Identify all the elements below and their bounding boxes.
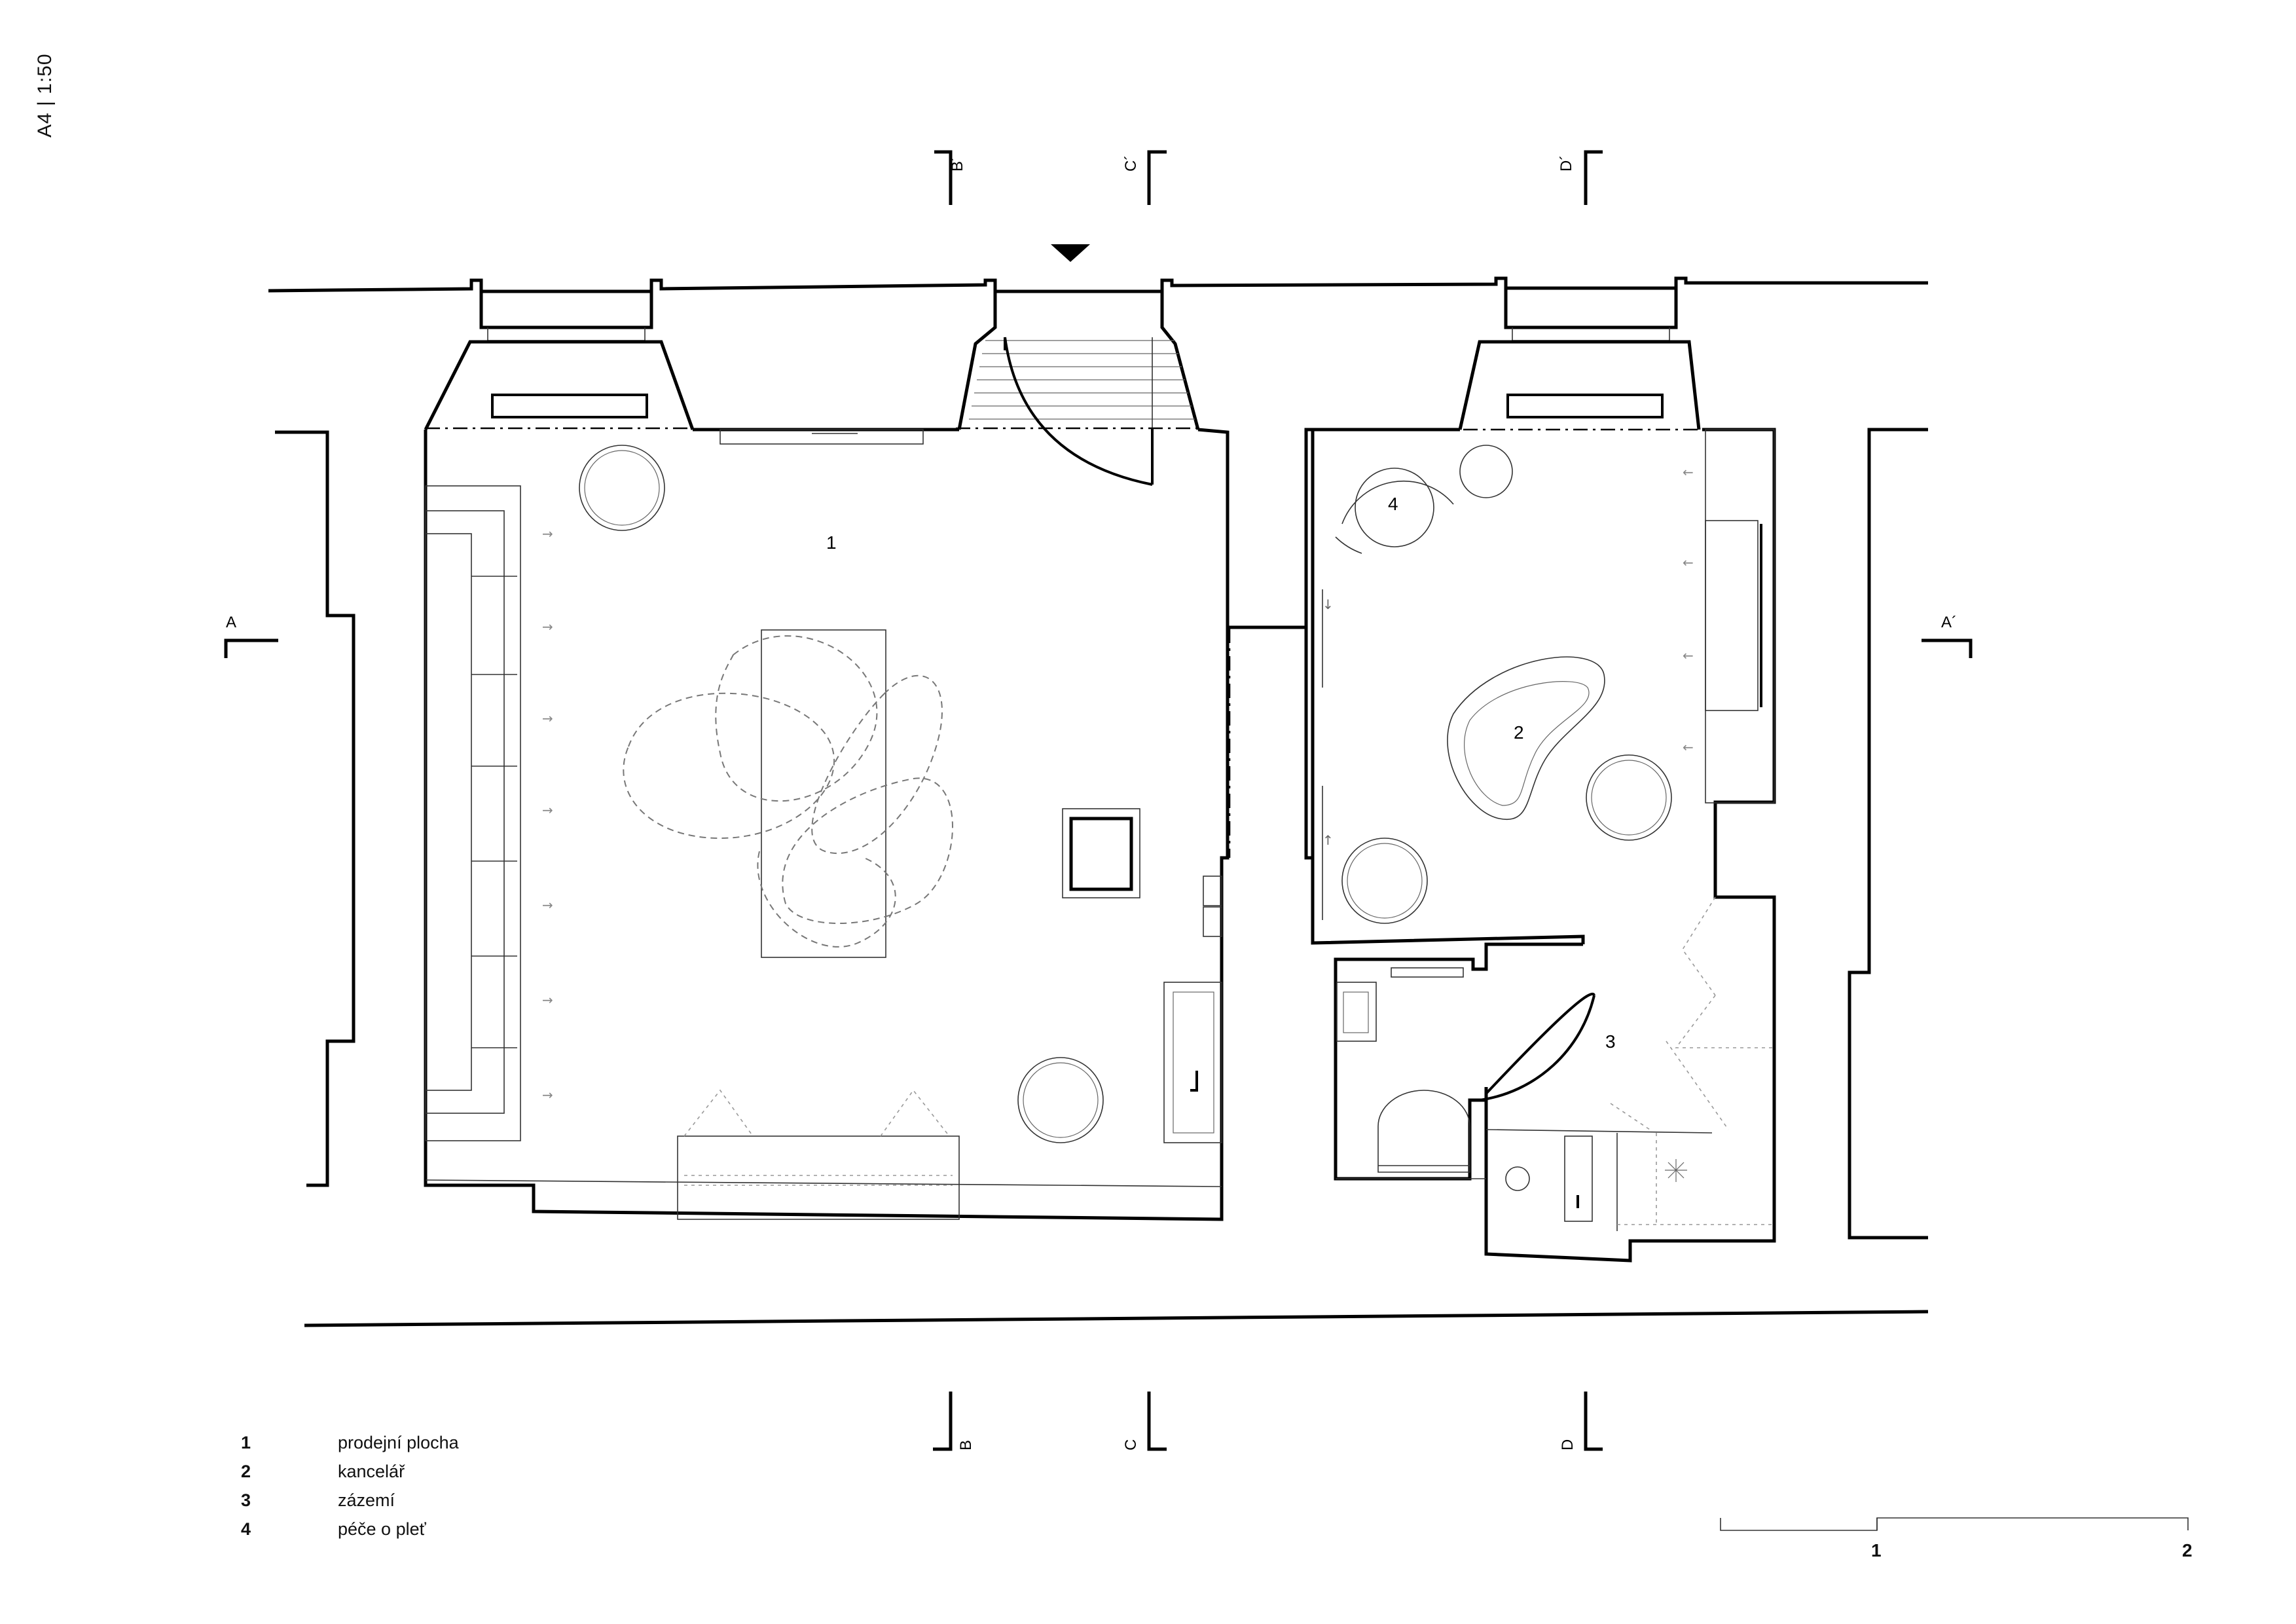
room-3-back-office	[1334, 896, 1774, 1241]
section-marker-c-prime: C´	[1122, 150, 1167, 205]
room-number-3: 3	[1605, 1031, 1616, 1052]
legend-label: kancelář	[338, 1462, 405, 1481]
section-letter-a: A	[226, 614, 236, 631]
section-letter-c-prime: C´	[1122, 155, 1140, 172]
side-chair	[1341, 838, 1428, 924]
svg-text:←: ←	[1683, 555, 1694, 570]
section-marker-d: D	[1559, 1392, 1603, 1451]
entrance-recess	[957, 244, 1200, 486]
legend-label: prodejní plocha	[338, 1433, 459, 1452]
scale-bar	[1720, 1517, 2189, 1531]
svg-text:←: ←	[1683, 464, 1694, 480]
wall-shelving-left: → → → → → → →	[425, 485, 553, 1141]
section-letter-b-prime: B´	[949, 156, 966, 172]
chair-top-left	[579, 445, 665, 531]
room-1-sales-floor: → → → → → → →	[424, 427, 1585, 1221]
back-counter	[1485, 1129, 1774, 1231]
sink-asterisk	[1665, 1159, 1687, 1182]
svg-text:↑: ↑	[1322, 832, 1334, 848]
window-recess-right	[1458, 287, 1701, 430]
legend-number: 2	[241, 1462, 251, 1481]
section-letter-a-prime: A´	[1941, 614, 1957, 631]
legend-label: péče o pleť	[338, 1519, 426, 1539]
section-letter-d-prime: D´	[1558, 155, 1575, 172]
central-table	[623, 629, 953, 958]
display-case-top	[720, 429, 924, 445]
entrance-marker	[1051, 244, 1090, 262]
section-letter-d: D	[1559, 1439, 1576, 1450]
desk	[1447, 656, 1605, 821]
svg-text:→: →	[542, 897, 553, 913]
svg-text:←: ←	[1683, 739, 1694, 755]
svg-text:→: →	[542, 619, 553, 635]
svg-text:→: →	[542, 526, 553, 542]
section-marker-a-prime: A´	[1922, 614, 1973, 658]
section-letter-b: B	[957, 1440, 975, 1450]
section-marker-b-prime: B´	[934, 150, 966, 205]
section-marker-b: B	[933, 1392, 975, 1451]
legend-number: 1	[241, 1433, 251, 1452]
svg-text:→: →	[542, 802, 553, 818]
entrance-door	[1004, 337, 1154, 486]
svg-text:→: →	[542, 1087, 553, 1103]
legend-number: 3	[241, 1490, 251, 1510]
boundary-left	[275, 430, 355, 1187]
chair-bottom	[1017, 1057, 1104, 1143]
svg-text:→: →	[542, 992, 553, 1008]
counter-bottom	[677, 1089, 960, 1220]
legend-label: zázemí	[338, 1490, 395, 1510]
section-marker-d-prime: D´	[1558, 150, 1603, 205]
room-number-2: 2	[1514, 722, 1524, 743]
wc-door	[1470, 992, 1595, 1101]
facade-line	[268, 276, 1928, 293]
scale-label-1: 1	[1871, 1540, 1882, 1560]
window-recess-left	[424, 289, 695, 431]
section-letter-c: C	[1122, 1439, 1140, 1450]
boundary-bottom	[304, 1310, 1929, 1327]
skin-care-chair	[1335, 445, 1513, 554]
entrance-steps	[969, 340, 1195, 420]
section-marker-c: C	[1122, 1392, 1167, 1451]
wc-shelf	[1391, 967, 1464, 978]
room-2-office: ← ← ← ← ↓ ↑	[1311, 428, 1776, 1263]
wall-shelf-right: ← ← ← ←	[1683, 429, 1775, 803]
toilet	[1377, 1090, 1470, 1173]
scale-label-2: 2	[2182, 1540, 2193, 1560]
office-chair	[1586, 754, 1672, 841]
room-number-4: 4	[1388, 494, 1398, 514]
svg-text:→: →	[542, 710, 553, 726]
section-marker-a: A	[224, 614, 278, 658]
boundary-right	[1848, 428, 1928, 1240]
svg-text:←: ←	[1683, 648, 1694, 663]
legend-number: 4	[241, 1519, 251, 1539]
room-number-1: 1	[826, 532, 837, 553]
wc-washbasin	[1336, 982, 1377, 1042]
pillar	[1062, 808, 1140, 898]
storage-dashed	[1610, 896, 1774, 1130]
sink-counter	[1163, 982, 1222, 1143]
wall-unit-right	[1203, 876, 1222, 937]
svg-text:↓: ↓	[1322, 597, 1334, 612]
